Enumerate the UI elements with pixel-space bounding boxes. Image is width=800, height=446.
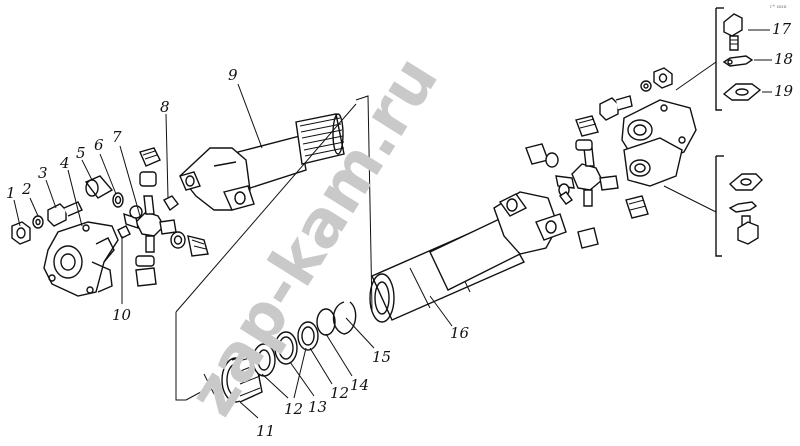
seal-ring-part-6 — [112, 192, 124, 208]
callout-4: 4 — [59, 154, 70, 172]
snap-ring-part-15 — [332, 301, 357, 335]
bearing-cup-part-5 — [84, 175, 114, 199]
callout-19: 19 — [774, 82, 794, 100]
assembly-bracket — [175, 95, 373, 401]
nuts-right — [640, 67, 673, 92]
callout-14: 14 — [350, 376, 369, 394]
retainer-part-13 — [274, 331, 298, 365]
callout-12a: 12 — [284, 400, 303, 418]
spider-cross-right — [555, 147, 619, 207]
callout-8: 8 — [160, 98, 170, 116]
bearing-cups-right — [525, 115, 649, 249]
flange-yoke-right — [621, 99, 697, 187]
tube-shaft-part-16 — [369, 191, 567, 323]
callout-13: 13 — [308, 398, 327, 416]
callouts: 1 2 3 4 5 6 7 8 9 10 11 12 12 13 14 15 1… — [6, 20, 794, 440]
callout-16: 16 — [450, 324, 470, 342]
grease-fitting-part-10 — [117, 225, 131, 239]
leader-lines — [13, 29, 772, 419]
inset-box-bottom — [663, 155, 763, 257]
callout-15: 15 — [372, 348, 391, 366]
nut-part-1 — [11, 221, 31, 245]
callout-5: 5 — [76, 144, 86, 162]
callout-1: 1 — [6, 184, 16, 202]
bolt-part-3 — [47, 201, 83, 227]
splined-shaft-part-9 — [179, 113, 345, 211]
callout-18: 18 — [774, 50, 793, 68]
callout-6: 6 — [94, 136, 104, 154]
ring-part-14 — [316, 308, 336, 336]
grease-fitting-part-8 — [163, 195, 179, 212]
callout-3: 3 — [38, 164, 48, 182]
bolt-right — [599, 95, 633, 121]
callout-10: 10 — [112, 306, 132, 324]
watermark-text: zap-kam.ru — [175, 44, 453, 428]
flange-yoke-left — [43, 221, 119, 297]
callout-7: 7 — [112, 128, 122, 146]
corner-mark: г* иии — [770, 4, 787, 10]
callout-12b: 12 — [330, 384, 349, 402]
callout-17: 17 — [772, 20, 792, 38]
washer-part-2 — [32, 215, 44, 229]
callout-9: 9 — [228, 66, 238, 84]
inset-box-top — [675, 7, 762, 111]
callout-2: 2 — [21, 180, 32, 198]
bearing-cups-left — [129, 147, 209, 287]
callout-11: 11 — [256, 422, 275, 440]
